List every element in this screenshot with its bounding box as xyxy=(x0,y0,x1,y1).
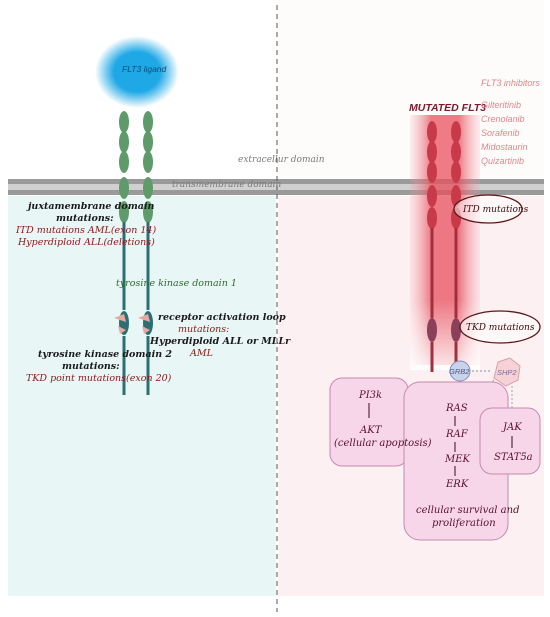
shp2-node xyxy=(493,357,521,387)
membrane-bottom xyxy=(8,190,544,195)
ral-line1: Hyperdiploid ALL or MLLr xyxy=(149,336,291,347)
membrane-mid xyxy=(8,184,544,190)
inhibitor-5: Quizartinib xyxy=(481,156,524,166)
shp2-label: SHP2 xyxy=(497,368,517,377)
intracellular-left-panel xyxy=(8,196,276,596)
survival-line1: cellular survival and xyxy=(416,505,519,516)
itd-mutations-oval xyxy=(453,194,523,224)
left-receptor-stalks xyxy=(122,222,150,395)
inhibitor-2: Crenolanib xyxy=(481,114,525,124)
grb2-label: GRB2 xyxy=(449,367,470,376)
inhibitors-title: FLT3 inhibitors xyxy=(481,78,540,88)
jm-itd: ITD mutations AML(exon 14) xyxy=(15,225,156,236)
extracellular-label: extracellur domain xyxy=(238,155,325,165)
left-receptor-extracellular xyxy=(119,111,153,223)
right-receptor-kinase xyxy=(427,318,461,342)
tkd-mutations-oval xyxy=(459,310,541,344)
tkd2-point: TKD point mutations(exon 20) xyxy=(26,373,172,384)
jak-label: JAK xyxy=(501,422,522,433)
ligand-label: FLT3 ligand xyxy=(122,64,167,74)
raf-label: RAF xyxy=(445,429,469,440)
membrane-top xyxy=(8,179,544,184)
akt-note: (cellular apoptosis) xyxy=(334,438,432,449)
mutated-flt3-title: MUTATED FLT3 xyxy=(409,102,486,114)
ras-label: RAS xyxy=(445,403,468,414)
akt-label: AKT xyxy=(359,425,383,436)
jm-hyperdiploid: Hyperdiploid ALL(deletions) xyxy=(17,237,155,248)
inhibitor-4: Midostaurin xyxy=(481,142,528,152)
jm-title: juxtamembrane domain xyxy=(26,201,155,212)
tkd-mutations-label: TKD mutations xyxy=(466,323,535,333)
jm-mutations: mutations: xyxy=(56,213,114,224)
tkd1-label: tyrosine kinase domain 1 xyxy=(116,278,237,289)
pi3k-label: PI3k xyxy=(358,390,382,401)
ral-title: receptor activation loop xyxy=(158,312,286,323)
left-receptor-kinase xyxy=(114,311,153,335)
tkd2-mutations: mutations: xyxy=(62,361,120,372)
right-receptor-ovals xyxy=(427,121,461,229)
tkd2-title: tyrosine kinase domain 2 xyxy=(38,349,172,360)
ral-mutations: mutations: xyxy=(178,324,229,335)
itd-mutations-label: ITD mutations xyxy=(462,205,529,215)
inhibitor-3: Sorafenib xyxy=(481,128,520,138)
jak-box xyxy=(479,407,541,475)
flt3-ligand xyxy=(95,36,179,108)
transmembrane-label: transmembrane domain xyxy=(172,180,281,190)
ral-line2: AML xyxy=(189,348,213,359)
inhibitor-1: Gilteritinib xyxy=(481,100,521,110)
survival-line2: proliferation xyxy=(432,518,496,529)
stat5a-label: STAT5a xyxy=(494,452,533,463)
mek-label: MEK xyxy=(444,454,471,465)
grb2-node xyxy=(449,360,471,382)
erk-label: ERK xyxy=(445,479,469,490)
